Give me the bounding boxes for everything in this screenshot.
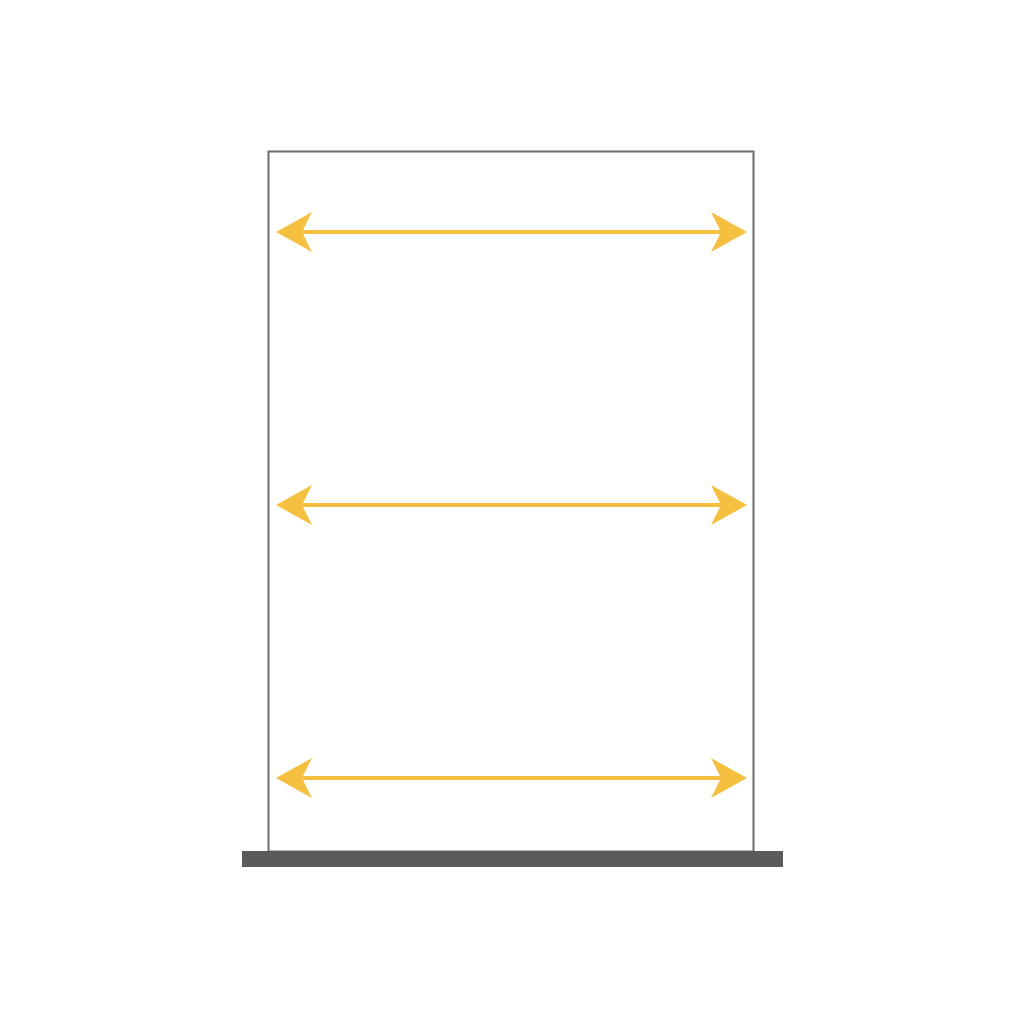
base-bar xyxy=(242,851,783,867)
arrow-bottom-right-head-icon xyxy=(711,758,747,798)
arrow-top xyxy=(276,212,747,252)
arrow-middle-right-head-icon xyxy=(711,485,747,525)
arrow-bottom-left-head-icon xyxy=(276,758,312,798)
arrow-top-right-head-icon xyxy=(711,212,747,252)
arrow-bottom xyxy=(276,758,747,798)
arrow-middle xyxy=(276,485,747,525)
arrow-middle-left-head-icon xyxy=(276,485,312,525)
arrow-top-left-head-icon xyxy=(276,212,312,252)
panel-frame xyxy=(267,150,755,853)
